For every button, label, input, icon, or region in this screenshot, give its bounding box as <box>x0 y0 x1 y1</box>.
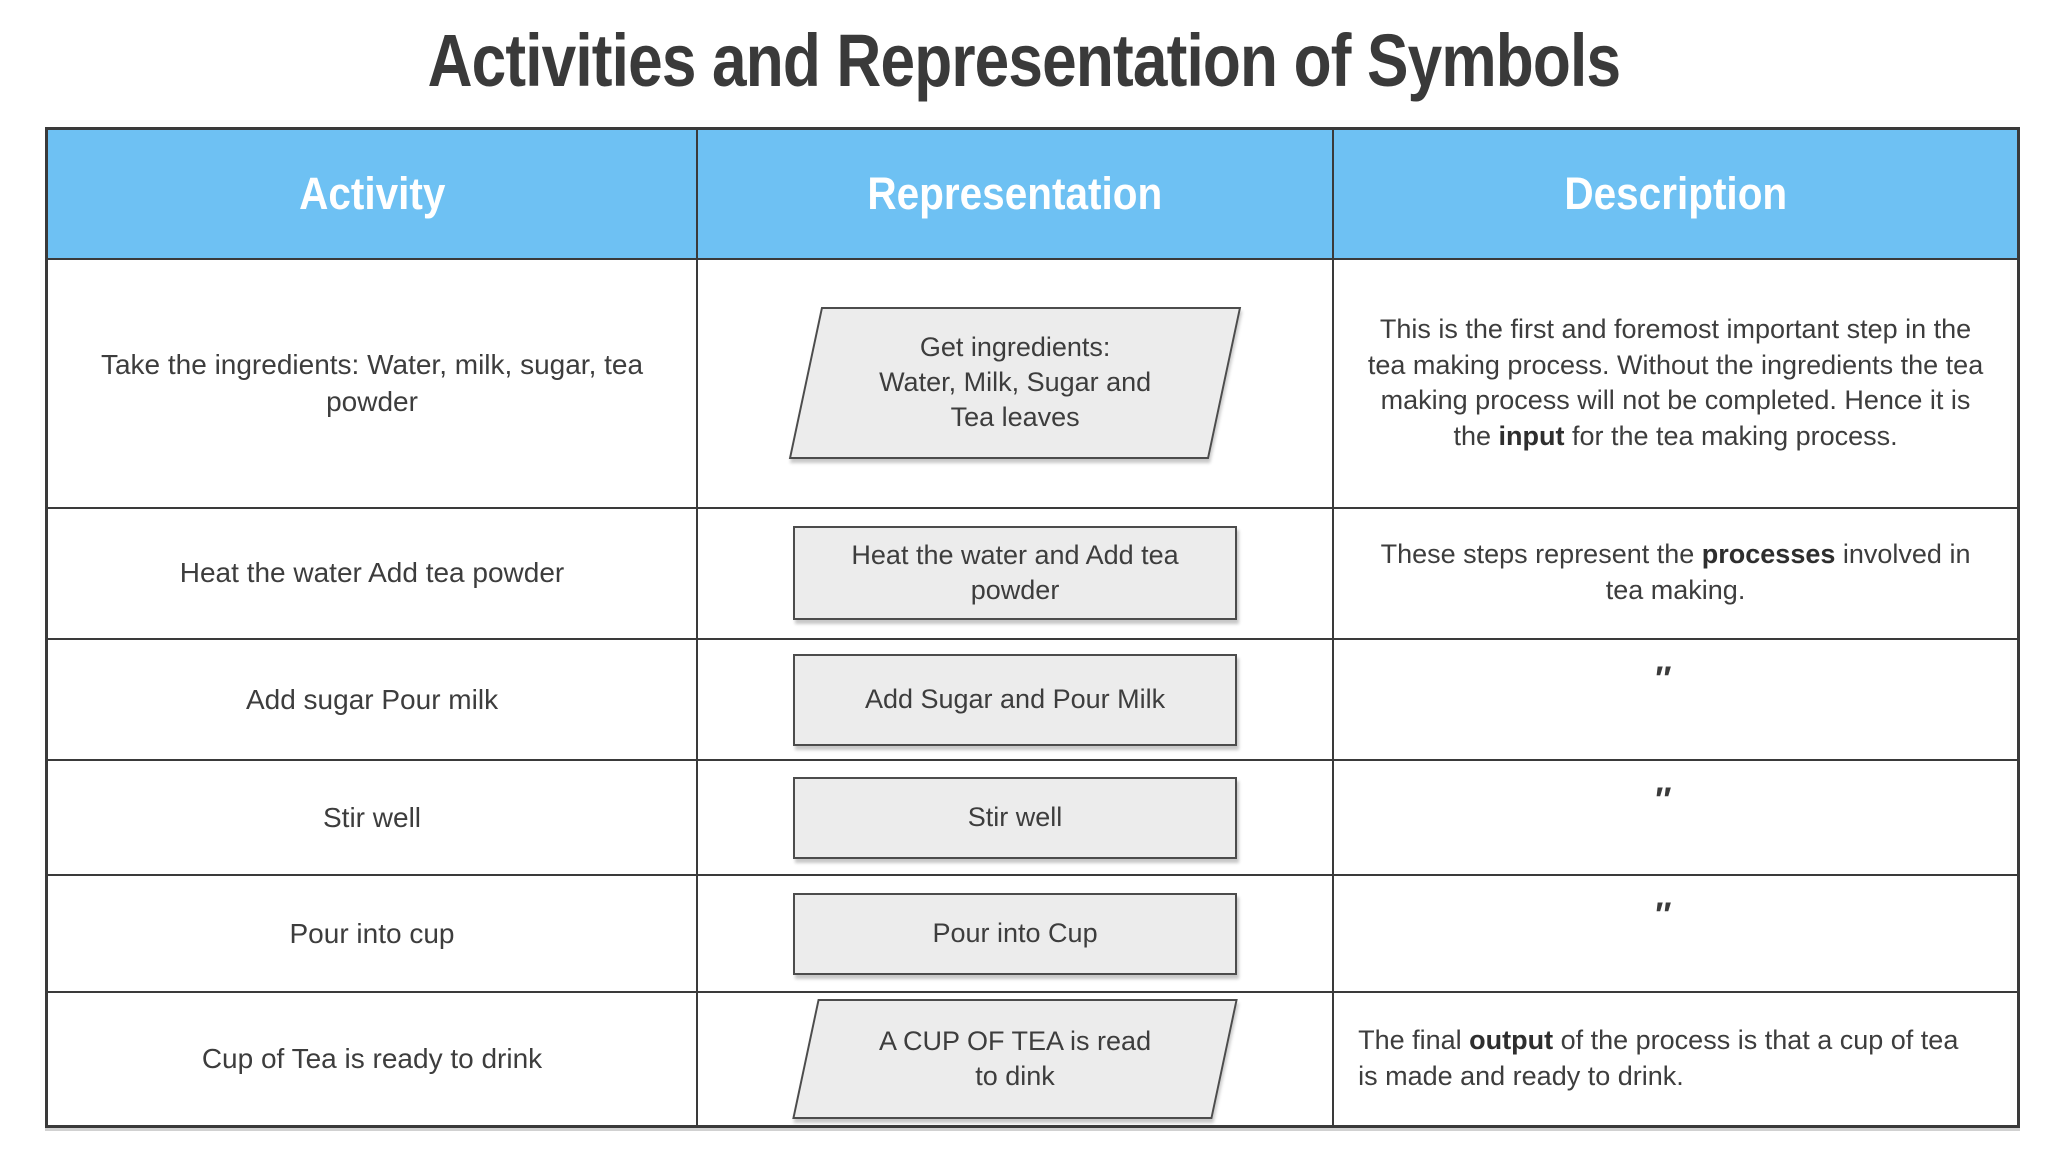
ditto-mark: ″ <box>1653 896 1670 935</box>
activity-cell: Cup of Tea is ready to drink <box>48 992 699 1125</box>
description-cell: This is the first and foremost important… <box>1334 260 2017 509</box>
column-header-activity: Activity <box>48 130 699 261</box>
column-header-representation-label: Representation <box>867 168 1163 220</box>
rectangle-shape: Add Sugar and Pour Milk <box>793 653 1238 746</box>
activity-cell: Add sugar Pour milk <box>48 639 699 762</box>
representation-cell: Add Sugar and Pour Milk <box>698 639 1335 762</box>
representation-cell: Pour into Cup <box>698 876 1335 993</box>
shape-label: Stir well <box>967 802 1063 833</box>
description-text: The final output of the process is that … <box>1358 1024 1959 1091</box>
activity-cell: Pour into cup <box>48 876 699 993</box>
column-header-description-label: Description <box>1564 168 1787 220</box>
ditto-mark: ″ <box>1653 781 1670 820</box>
activity-text: Take the ingredients: Water, milk, sugar… <box>100 348 644 418</box>
title-bar: Activities and Representation of Symbols <box>0 0 2048 120</box>
representation-cell: Heat the water and Add tea powder <box>698 508 1335 640</box>
description-cell: These steps represent the processes invo… <box>1334 509 2017 640</box>
shape-label: A CUP OF TEA is read to dink <box>878 1025 1152 1091</box>
parallelogram-shape: Get ingredients: Water, Milk, Sugar and … <box>788 307 1242 460</box>
shape-label: Add Sugar and Pour Milk <box>864 684 1166 714</box>
ditto-mark: ″ <box>1653 659 1670 698</box>
activity-text: Add sugar Pour milk <box>245 683 499 715</box>
parallelogram-shape: A CUP OF TEA is read to dink <box>792 998 1238 1119</box>
activity-text: Stir well <box>323 801 422 833</box>
activity-text: Heat the water Add tea powder <box>179 557 565 589</box>
representation-cell: Get ingredients: Water, Milk, Sugar and … <box>698 260 1335 509</box>
activity-cell: Heat the water Add tea powder <box>48 508 699 640</box>
representation-cell: Stir well <box>698 761 1335 877</box>
column-header-description: Description <box>1334 130 2017 261</box>
description-cell: ″ <box>1334 876 2017 993</box>
activity-text: Pour into cup <box>289 917 455 949</box>
description-text: This is the first and foremost important… <box>1367 313 1984 452</box>
page-title: Activities and Representation of Symbols <box>427 18 1621 102</box>
description-cell: The final output of the process is that … <box>1334 993 2017 1125</box>
description-cell: ″ <box>1334 761 2017 877</box>
column-header-representation: Representation <box>698 130 1335 261</box>
representation-cell: A CUP OF TEA is read to dink <box>698 992 1335 1125</box>
description-text: These steps represent the processes invo… <box>1380 539 1971 606</box>
activity-cell: Stir well <box>48 761 699 877</box>
rectangle-shape: Pour into Cup <box>793 892 1238 975</box>
description-cell: ″ <box>1334 640 2017 762</box>
shape-label: Get ingredients: Water, Milk, Sugar and … <box>878 332 1152 433</box>
symbols-table: Activity Representation Description Take… <box>45 127 2020 1128</box>
rectangle-shape: Stir well <box>793 776 1238 859</box>
activity-text: Cup of Tea is ready to drink <box>201 1042 543 1074</box>
column-header-activity-label: Activity <box>298 168 446 220</box>
rectangle-shape: Heat the water and Add tea powder <box>793 526 1238 621</box>
shape-label: Pour into Cup <box>932 918 1098 949</box>
activity-cell: Take the ingredients: Water, milk, sugar… <box>48 260 699 509</box>
shape-label: Heat the water and Add tea powder <box>851 540 1179 606</box>
